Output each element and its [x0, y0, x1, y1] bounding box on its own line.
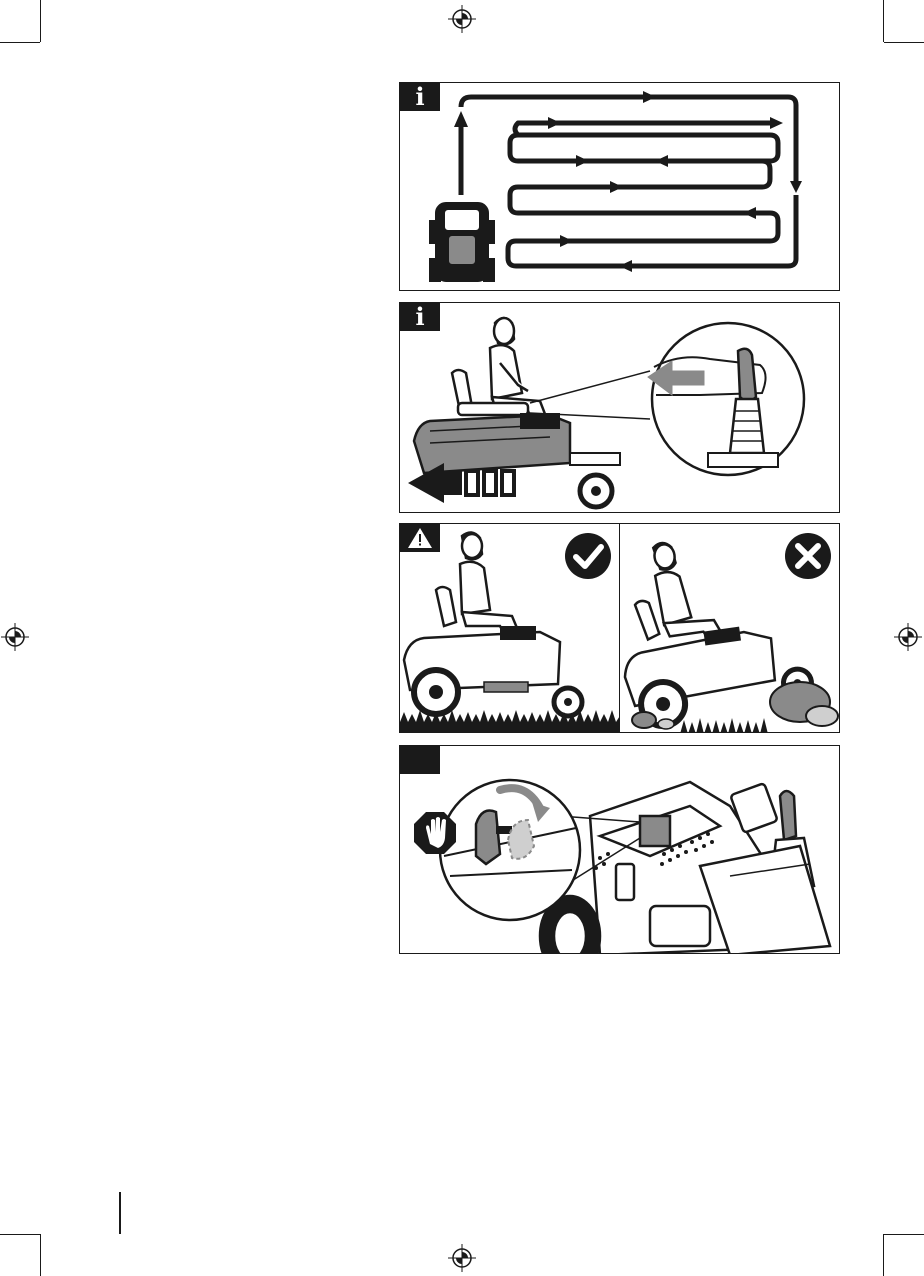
check-icon — [564, 532, 612, 580]
reverse-lever-panel: i — [399, 302, 840, 513]
cross-icon — [784, 532, 832, 580]
parking-brake-panel — [399, 745, 840, 954]
mowing-pattern-panel: i — [399, 82, 840, 291]
registration-mark-icon — [0, 622, 30, 652]
blank-tag — [400, 746, 440, 774]
crop-mark — [883, 1234, 884, 1276]
reverse-driving-illustration — [400, 303, 840, 513]
slope-correct-panel — [399, 523, 620, 733]
crop-mark — [40, 0, 41, 42]
crop-mark — [884, 1234, 924, 1235]
crop-mark — [884, 42, 924, 43]
page-edge-mark — [119, 1192, 121, 1234]
info-icon: i — [400, 303, 440, 331]
crop-mark — [0, 42, 40, 43]
info-icon: i — [400, 83, 440, 111]
crop-mark — [883, 0, 884, 42]
warning-icon — [400, 524, 440, 552]
registration-mark-icon — [447, 4, 477, 34]
registration-mark-icon — [447, 1243, 477, 1273]
mower-top-view — [430, 203, 494, 281]
crop-mark — [40, 1234, 41, 1276]
registration-mark-icon — [893, 622, 923, 652]
stop-hand-icon — [414, 812, 456, 854]
crop-mark — [0, 1234, 40, 1235]
mowing-path-diagram — [400, 83, 840, 291]
slope-wrong-panel — [619, 523, 840, 733]
brake-lever-illustration — [400, 746, 840, 954]
